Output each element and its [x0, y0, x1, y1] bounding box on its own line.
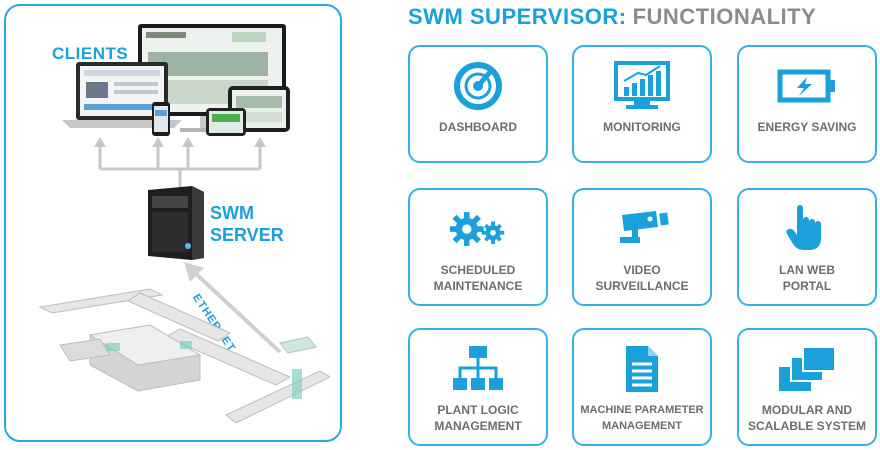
card-label-line2: MANAGEMENT — [601, 420, 683, 432]
client-connection-arrows — [94, 137, 266, 187]
card-label: MODULAR AND SCALABLE SYSTEM — [742, 402, 872, 434]
card-label-line1: LAN WEB — [779, 263, 835, 277]
card-label: PLANT LOGIC MANAGEMENT — [413, 402, 543, 434]
card-plant-logic-management[interactable]: PLANT LOGIC MANAGEMENT — [408, 328, 548, 446]
card-label: MONITORING — [603, 120, 681, 134]
card-label: SCHEDULED MAINTENANCE — [413, 262, 543, 294]
card-label-line1: MACHINE PARAMETER — [580, 404, 704, 416]
title-part2: FUNCTIONALITY — [632, 4, 817, 29]
stacked-windows-icon — [777, 344, 837, 394]
card-label-line1: MODULAR AND — [761, 403, 853, 417]
title-part1: SWM SUPERVISOR: — [408, 4, 627, 29]
ethernet-arrow — [184, 262, 282, 354]
hierarchy-icon — [448, 344, 508, 394]
document-icon — [612, 344, 672, 394]
card-label-line1: SCHEDULED — [440, 263, 516, 277]
bar-chart-monitor-icon — [612, 61, 672, 111]
card-label-line2: MAINTENANCE — [433, 279, 523, 293]
card-label: DASHBOARD — [439, 120, 517, 134]
server-label-line2: SERVER — [210, 225, 284, 245]
gears-icon — [448, 204, 508, 254]
architecture-panel — [4, 4, 342, 442]
production-line-illustration — [38, 288, 330, 424]
server-tower-icon — [148, 186, 204, 260]
server-label-line1: SWM — [210, 203, 254, 223]
clients-label: CLIENTS — [52, 44, 129, 63]
card-machine-parameter-management[interactable]: MACHINE PARAMETER MANAGEMENT — [572, 328, 712, 446]
hand-pointer-icon — [777, 204, 837, 254]
card-label-line2: MANAGEMENT — [434, 419, 522, 433]
page-title: SWM SUPERVISOR:FUNCTIONALITY — [408, 4, 816, 30]
card-monitoring[interactable]: MONITORING — [572, 45, 712, 163]
card-dashboard[interactable]: DASHBOARD — [408, 45, 548, 163]
card-scheduled-maintenance[interactable]: SCHEDULED MAINTENANCE — [408, 188, 548, 306]
battery-icon — [777, 61, 837, 111]
card-label: ENERGY SAVING — [757, 120, 857, 134]
card-label-line2: SCALABLE SYSTEM — [747, 419, 866, 433]
card-label: LAN WEB PORTAL — [742, 262, 872, 294]
card-modular-scalable-system[interactable]: MODULAR AND SCALABLE SYSTEM — [737, 328, 877, 446]
card-label: MACHINE PARAMETER MANAGEMENT — [577, 402, 707, 434]
card-energy-saving[interactable]: ENERGY SAVING — [737, 45, 877, 163]
card-label-line1: VIDEO — [623, 263, 661, 277]
gauge-icon — [448, 61, 508, 111]
card-video-surveillance[interactable]: VIDEO SURVEILLANCE — [572, 188, 712, 306]
card-label-line2: SURVEILLANCE — [595, 279, 689, 293]
camera-icon — [612, 204, 672, 254]
client-devices-illustration — [62, 24, 290, 136]
card-label-line2: PORTAL — [782, 279, 832, 293]
card-lan-web-portal[interactable]: LAN WEB PORTAL — [737, 188, 877, 306]
server-label: SWM SERVER — [210, 202, 284, 246]
card-label: VIDEO SURVEILLANCE — [577, 262, 707, 294]
card-label-line1: PLANT LOGIC — [437, 403, 519, 417]
